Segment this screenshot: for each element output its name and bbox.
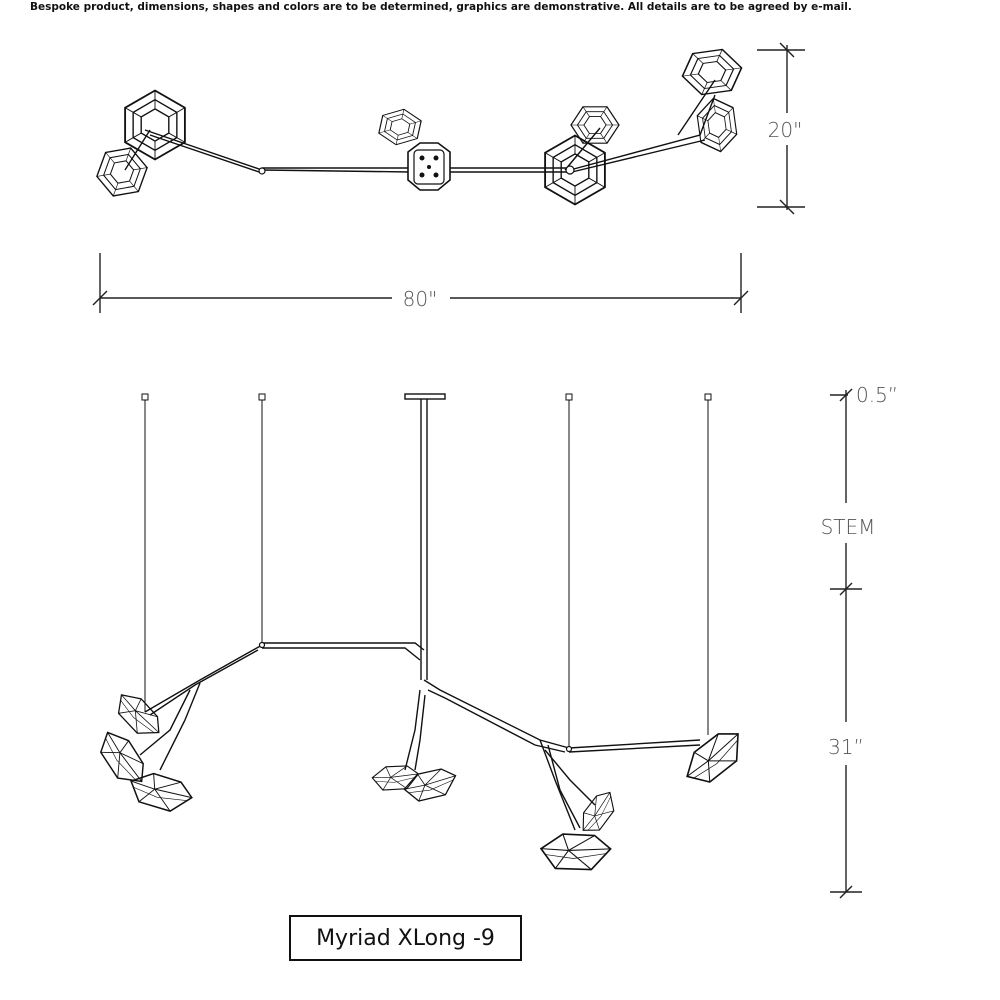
disclaimer-text: Bespoke product, dimensions, shapes and … <box>30 1 852 13</box>
shade-top-2 <box>91 139 153 205</box>
shade-top-4 <box>544 134 606 206</box>
shade-top-5 <box>564 97 626 153</box>
width-label: 80" <box>403 287 438 311</box>
height-dimension <box>757 42 805 215</box>
top-arm-joint <box>258 167 266 175</box>
product-name: Myriad XLong -9 <box>316 925 495 951</box>
shade-side-2 <box>90 724 155 793</box>
side-arm-joint <box>565 745 573 753</box>
central-stem <box>404 393 446 680</box>
product-name-box: Myriad XLong -9 <box>289 915 522 961</box>
shade-top-6 <box>676 41 748 103</box>
vertical-dimension <box>830 388 862 899</box>
drop-label: 31” <box>828 735 864 759</box>
shade-top-3 <box>376 105 424 149</box>
side-view-arms <box>139 642 701 831</box>
stem-label: STEM <box>821 515 876 539</box>
width-dimension <box>92 253 749 313</box>
shade-top-7 <box>694 93 740 157</box>
central-canopy-top <box>407 142 451 191</box>
shade-top-1 <box>124 89 186 161</box>
top-view: 20" 80" <box>91 41 805 313</box>
top-arm-joint <box>565 165 575 175</box>
suspension-cables <box>141 393 712 748</box>
side-view: 0.5” STEM 31” <box>90 383 898 899</box>
shade-side-8 <box>677 720 752 795</box>
canopy-label: 0.5” <box>856 383 898 407</box>
shade-side-1 <box>108 686 169 745</box>
shade-side-4 <box>370 760 422 795</box>
side-arm-joint <box>258 641 266 649</box>
shade-side-3 <box>126 769 196 816</box>
height-label: 20" <box>768 118 803 142</box>
shade-side-7 <box>539 829 614 875</box>
shade-side-6 <box>575 785 622 840</box>
